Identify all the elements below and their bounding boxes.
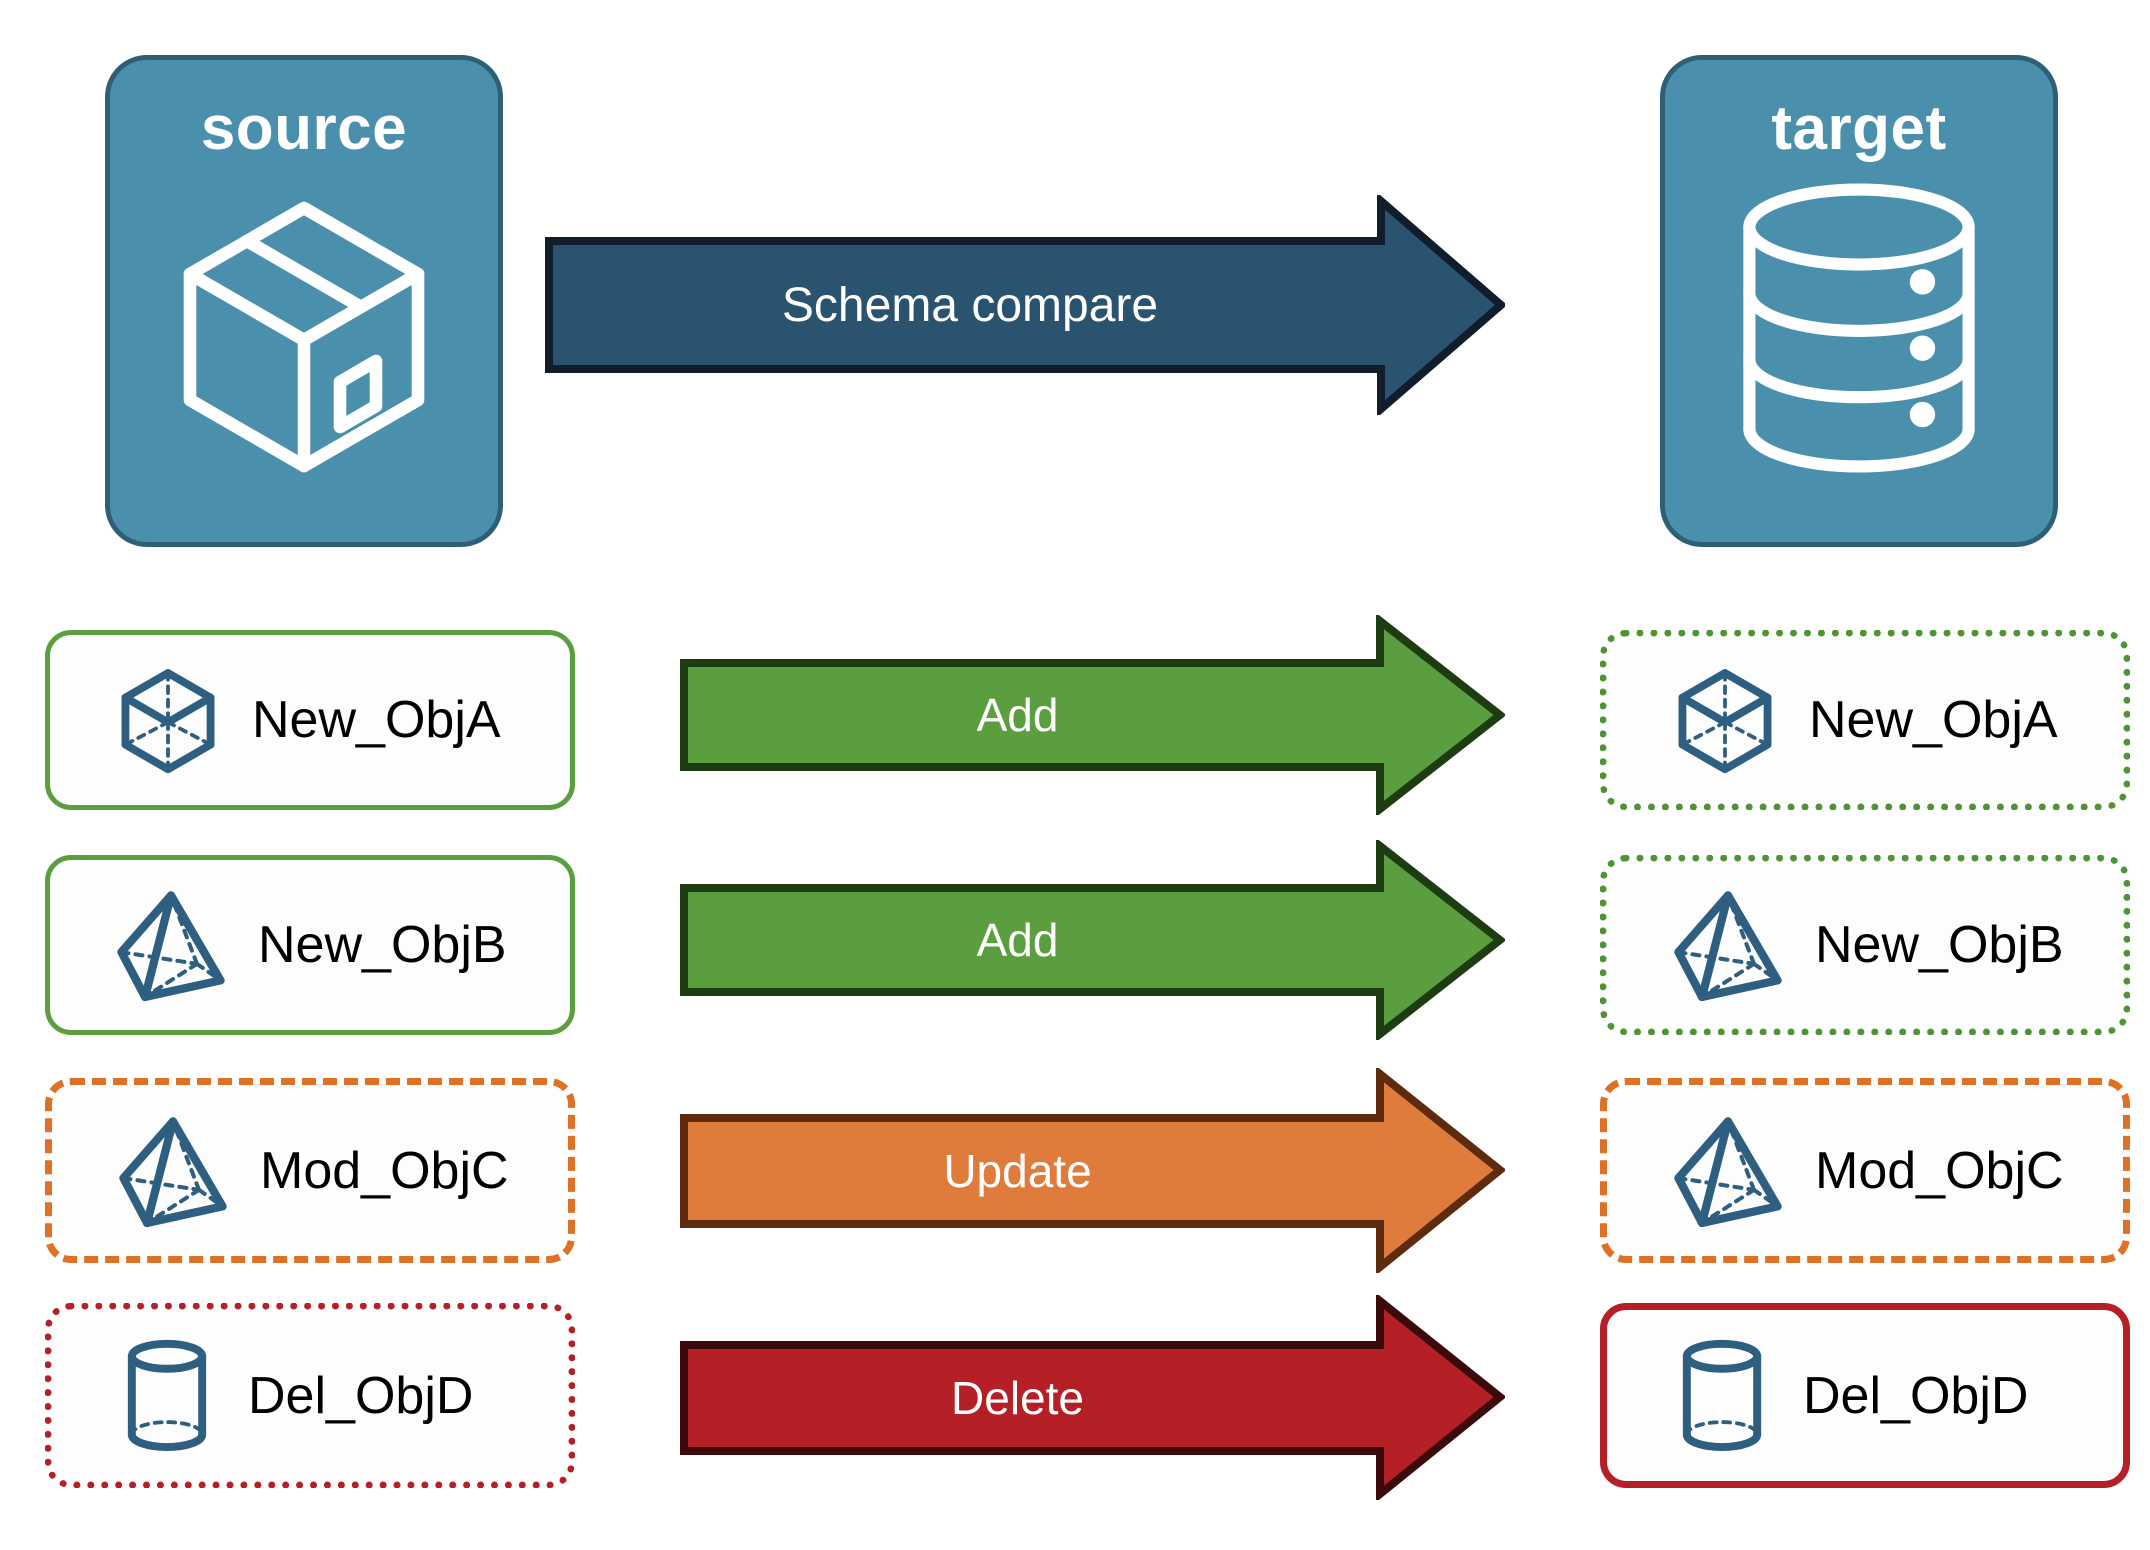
source-panel-title: source: [200, 94, 408, 163]
package-box-3d-icon: [154, 178, 454, 483]
target-card-label: New_ObjB: [1815, 916, 2064, 974]
database-cylinder-icon: [1714, 178, 2004, 483]
source-card-label: Mod_ObjC: [260, 1141, 509, 1200]
target-card-new-obja[interactable]: New_ObjA: [1600, 630, 2130, 810]
wireframe-pyramid-icon: [1669, 1112, 1787, 1230]
target-panel[interactable]: target: [1660, 55, 2058, 547]
wireframe-cube-icon: [112, 664, 224, 776]
schema-compare-arrow[interactable]: Schema compare: [545, 192, 1508, 418]
action-arrow-add-2[interactable]: Add: [680, 837, 1507, 1043]
source-panel[interactable]: source: [105, 55, 503, 547]
source-card-mod-objc[interactable]: Mod_ObjC: [45, 1078, 575, 1263]
source-card-label: New_ObjA: [252, 691, 501, 749]
action-arrow-update[interactable]: Update: [680, 1065, 1507, 1276]
source-card-new-objb[interactable]: New_ObjB: [45, 855, 575, 1035]
source-card-label: Del_ObjD: [248, 1366, 474, 1425]
action-arrow-delete[interactable]: Delete: [680, 1292, 1507, 1503]
target-card-mod-objc[interactable]: Mod_ObjC: [1600, 1078, 2130, 1263]
wireframe-cylinder-icon: [1669, 1337, 1775, 1455]
source-card-label: New_ObjB: [258, 916, 507, 974]
wireframe-cube-icon: [1669, 664, 1781, 776]
target-card-new-objb[interactable]: New_ObjB: [1600, 855, 2130, 1035]
target-panel-title: target: [1771, 94, 1947, 163]
target-card-label: Mod_ObjC: [1815, 1141, 2064, 1200]
wireframe-cylinder-icon: [114, 1337, 220, 1455]
action-arrow-add-1[interactable]: Add: [680, 612, 1507, 818]
wireframe-pyramid-icon: [112, 886, 230, 1004]
target-card-label: Del_ObjD: [1803, 1366, 2029, 1425]
source-card-new-obja[interactable]: New_ObjA: [45, 630, 575, 810]
target-card-del-objd[interactable]: Del_ObjD: [1600, 1303, 2130, 1488]
wireframe-pyramid-icon: [114, 1112, 232, 1230]
target-card-label: New_ObjA: [1809, 691, 2058, 749]
source-card-del-objd[interactable]: Del_ObjD: [45, 1303, 575, 1488]
wireframe-pyramid-icon: [1669, 886, 1787, 1004]
